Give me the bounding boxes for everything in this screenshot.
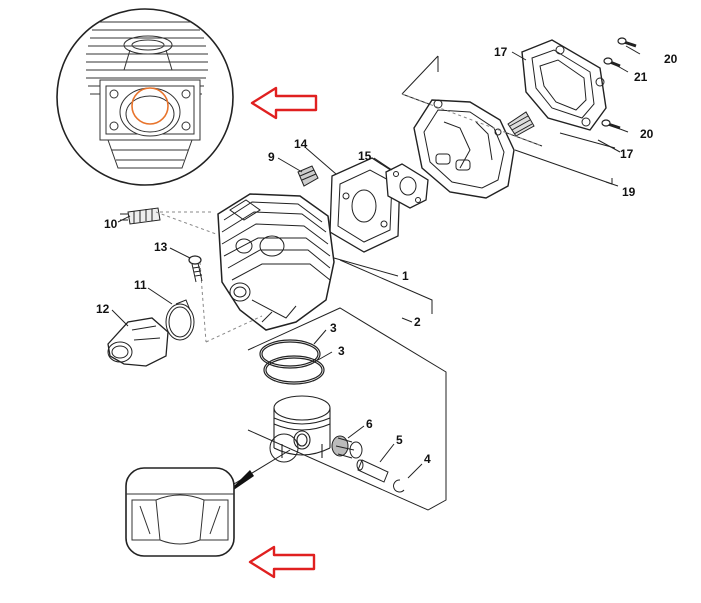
piston-rings <box>259 339 325 385</box>
bearing-pin-clip <box>331 435 405 493</box>
highlight-circle <box>131 87 169 125</box>
intake-parts <box>107 255 203 367</box>
detail-box-piston-skirt <box>125 433 299 557</box>
callout-10: 10 <box>104 217 118 231</box>
callout-5: 5 <box>396 433 403 447</box>
callout-17-bottom: 17 <box>620 147 634 161</box>
callout-17-top: 17 <box>494 45 508 59</box>
detail-circle-cylinder-port <box>56 8 234 186</box>
callout-11: 11 <box>134 278 147 292</box>
red-outline-arrow-left-icon <box>248 545 316 579</box>
callout-19: 19 <box>622 185 636 199</box>
red-outline-arrow-left-icon <box>250 86 318 120</box>
callout-3-lower: 3 <box>338 344 345 358</box>
callout-2: 2 <box>414 315 421 329</box>
callout-9: 9 <box>268 150 275 164</box>
callout-12: 12 <box>96 302 110 316</box>
callout-15: 15 <box>358 149 372 163</box>
gasket-group <box>329 157 429 253</box>
piston <box>273 395 331 458</box>
callout-3-upper: 3 <box>330 321 337 335</box>
callout-21: 21 <box>634 70 648 84</box>
spark-plug-parts <box>120 165 319 225</box>
callout-4: 4 <box>424 452 431 466</box>
cylinder-block <box>155 193 335 343</box>
callout-13: 13 <box>154 240 168 254</box>
callout-20-bottom: 20 <box>640 127 654 141</box>
muffler-assembly <box>401 37 637 199</box>
callout-6: 6 <box>366 417 373 431</box>
leader-lines <box>111 45 641 479</box>
callout-labels: 17 20 21 20 17 19 14 15 9 10 13 11 12 1 … <box>96 45 678 466</box>
callout-14: 14 <box>294 137 308 151</box>
callout-1: 1 <box>402 269 409 283</box>
piston-set-bracket <box>247 259 447 511</box>
callout-20-top: 20 <box>664 52 678 66</box>
